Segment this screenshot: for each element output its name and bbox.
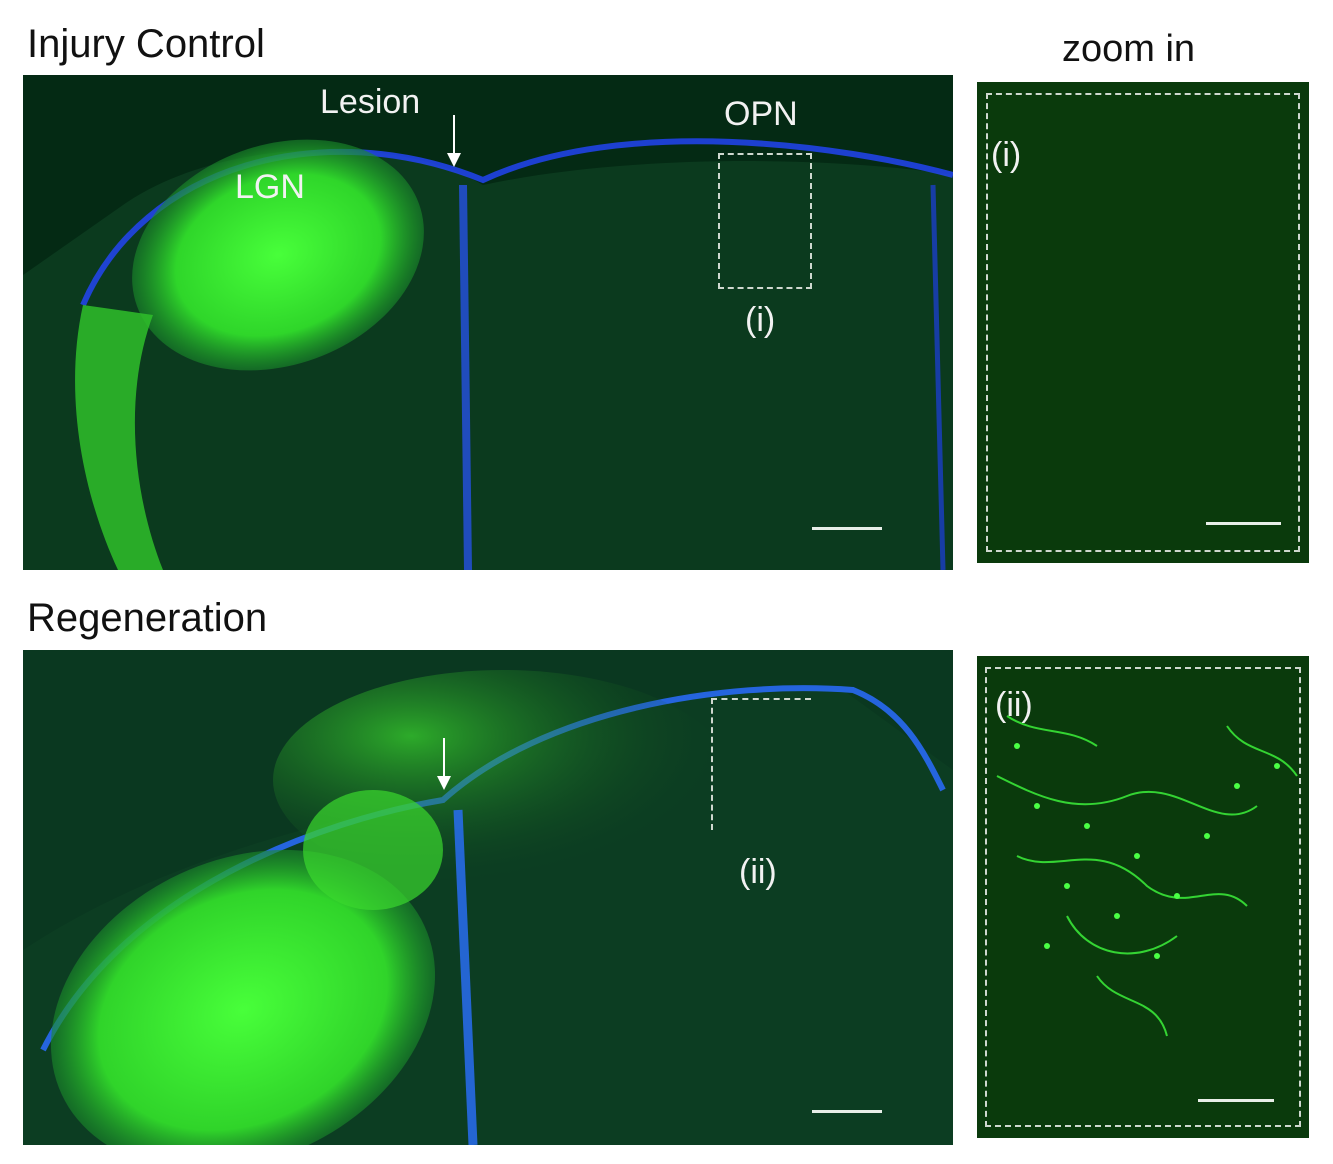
injury-control-main-image: Lesion LGN OPN (i) — [23, 75, 953, 570]
roi-box-ii — [711, 698, 811, 830]
lesion-arrow-icon — [447, 115, 461, 167]
injury-control-title: Injury Control — [27, 22, 265, 66]
roi-label-i: (i) — [745, 301, 776, 339]
regeneration-zoom-image: (ii) — [977, 656, 1309, 1138]
roi-label-ii: (ii) — [739, 853, 777, 891]
scale-bar — [812, 527, 882, 530]
zoom-label-ii: (ii) — [995, 686, 1033, 724]
zoom-scale-bar — [1206, 522, 1281, 525]
regeneration-title: Regeneration — [27, 596, 268, 640]
zoom-in-header: zoom in — [1062, 28, 1196, 70]
roi-box-i — [718, 153, 812, 289]
lesion-arrow-icon — [437, 738, 451, 790]
scale-bar — [812, 1110, 882, 1113]
zoom-frame-ii — [985, 667, 1301, 1127]
lgn-label: LGN — [235, 168, 305, 206]
lesion-label: Lesion — [320, 83, 421, 121]
zoom-scale-bar — [1198, 1099, 1274, 1102]
opn-label: OPN — [724, 95, 798, 133]
zoom-label-i: (i) — [991, 136, 1022, 174]
zoom-frame-i — [986, 93, 1300, 552]
injury-control-zoom-image: (i) — [977, 82, 1309, 563]
regeneration-main-image: (ii) — [23, 650, 953, 1145]
